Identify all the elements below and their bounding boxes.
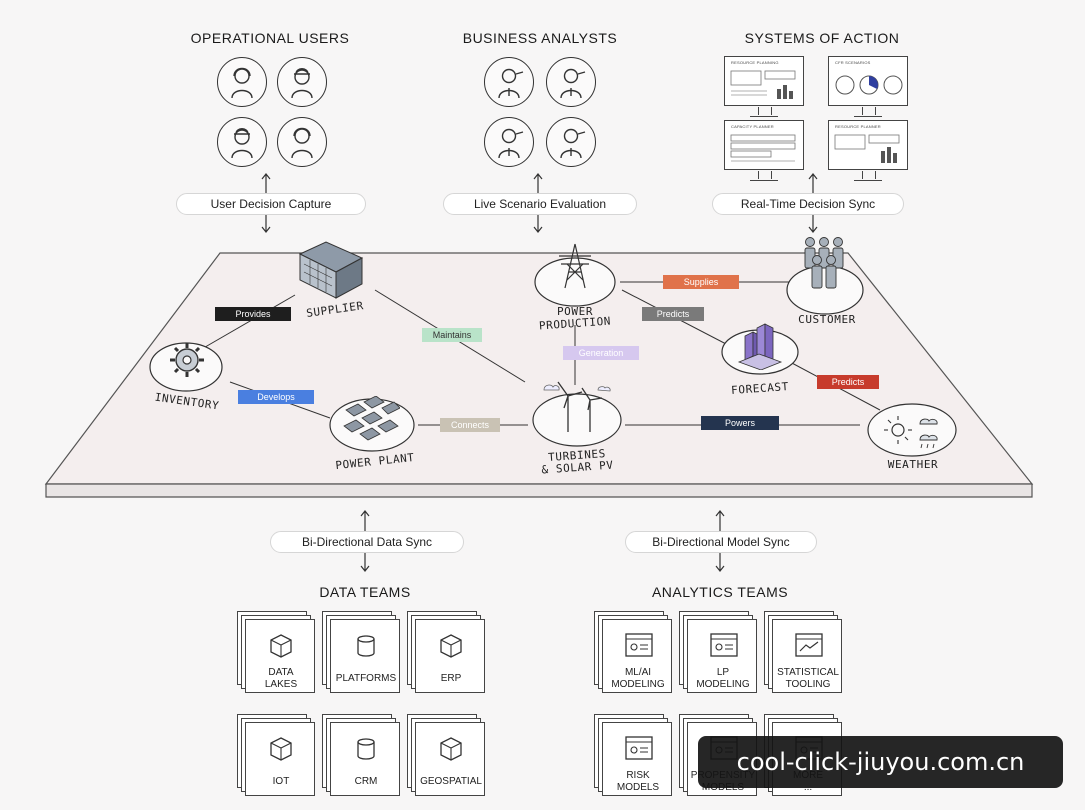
edge-label-supplies: Supplies: [663, 275, 739, 289]
operational-user-avatar: [217, 57, 267, 107]
operational-user-avatar: [277, 117, 327, 167]
card-layer: [415, 722, 485, 796]
edge-label-powers: Powers: [701, 416, 779, 430]
business-analyst-avatar: [484, 117, 534, 167]
monitor-title: CAPACITY PLANNER: [731, 124, 774, 129]
edge-label-predicts-red: Predicts: [817, 375, 879, 389]
systems-of-action-title: SYSTEMS OF ACTION: [744, 30, 900, 46]
hardhat-user-icon: [291, 68, 313, 99]
cube-icon: [438, 736, 464, 767]
monitor-title: CFR SCENARIOS: [835, 60, 871, 65]
card-label-line1: ML/AI: [624, 667, 652, 678]
card-layer: [245, 619, 315, 693]
hexagon-icon: [268, 736, 294, 767]
hardhat-user-icon: [231, 128, 253, 159]
monitor-title: RESOURCE PLANNING: [731, 60, 779, 65]
analytics-teams-title: ANALYTICS TEAMS: [651, 584, 789, 600]
card-label-line2: MODELS: [616, 782, 660, 793]
card-label-line1: GEOSPATIAL: [420, 776, 482, 787]
weather-label: WEATHER: [887, 458, 939, 471]
forecast-bars-icon: [737, 323, 783, 370]
cylinder-icon: [353, 633, 379, 664]
power-production-label-1: POWER: [556, 305, 594, 318]
operational-users-title: OPERATIONAL USERS: [190, 30, 350, 46]
edge-label-develops: Develops: [238, 390, 314, 404]
cylinder-icon: [353, 736, 379, 767]
dashboard-icon: [834, 134, 900, 163]
systems-of-action-monitor: RESOURCE PLANNER: [828, 120, 908, 181]
edge-label-generation: Generation: [563, 346, 639, 360]
live-scenario-evaluation-pill: Live Scenario Evaluation: [443, 193, 637, 215]
tool-card: IOT: [237, 714, 317, 798]
data-teams-title: DATA TEAMS: [319, 584, 411, 600]
pie-dashboard-icon: [835, 75, 903, 95]
customer-label: CUSTOMER: [798, 313, 856, 326]
edge-label-connects: Connects: [440, 418, 500, 432]
card-label-line2: LAKES: [264, 679, 298, 690]
watermark: cool-click-jiuyou.com.cn: [698, 736, 1063, 788]
analyst-user-icon: [560, 128, 586, 159]
card-label-line2: TOOLING: [785, 679, 831, 690]
customer-group-icon: [804, 237, 844, 289]
wind-turbine-icon: [543, 381, 611, 432]
dashboard-icon: [730, 70, 796, 99]
business-analyst-avatar: [484, 57, 534, 107]
headset-user-icon: [231, 67, 253, 99]
tool-card: CRM: [322, 714, 402, 798]
card-layer: [602, 722, 672, 796]
edge-label-provides: Provides: [215, 307, 291, 321]
bi-directional-data-sync-pill: Bi-Directional Data Sync: [270, 531, 464, 553]
card-label-line2: MODELING: [696, 679, 750, 690]
cube-icon: [438, 633, 464, 664]
systems-of-action-monitor: CFR SCENARIOS: [828, 56, 908, 117]
card-label-line1: CRM: [354, 776, 378, 787]
operational-user-avatar: [277, 57, 327, 107]
analyst-user-icon: [498, 68, 524, 99]
systems-of-action-monitor: CAPACITY PLANNER: [724, 120, 804, 181]
card-label-line1: DATA: [268, 667, 294, 678]
tool-card: GEOSPATIAL: [407, 714, 487, 798]
solar-panels-icon: [343, 396, 400, 441]
supplier-building-icon: [298, 241, 364, 299]
edge-label-maintains: Maintains: [422, 328, 482, 342]
table-dashboard-icon: [730, 134, 796, 162]
analyst-user-icon: [560, 68, 586, 99]
power-tower-icon: [559, 243, 591, 289]
card-label-line1: RISK: [626, 770, 650, 781]
user-decision-capture-pill: User Decision Capture: [176, 193, 366, 215]
gear-icon: [170, 343, 204, 377]
window-icon: [625, 736, 653, 765]
bi-directional-model-sync-pill: Bi-Directional Model Sync: [625, 531, 817, 553]
analyst-user-icon: [498, 128, 524, 159]
weather-icon: [884, 416, 938, 449]
real-time-decision-sync-pill: Real-Time Decision Sync: [712, 193, 904, 215]
card-label-line1: ERP: [440, 673, 462, 684]
edge-label-predicts-gray: Predicts: [642, 307, 704, 321]
operational-user-avatar: [217, 117, 267, 167]
card-layer: [245, 722, 315, 796]
hexagon-icon: [268, 633, 294, 664]
business-analyst-avatar: [546, 117, 596, 167]
monitor-title: RESOURCE PLANNER: [835, 124, 881, 129]
card-label-line1: IOT: [272, 776, 290, 787]
systems-of-action-monitor: RESOURCE PLANNING: [724, 56, 804, 117]
card-label-line1: STATISTICAL: [777, 667, 839, 678]
window-icon: [710, 633, 738, 662]
window-icon: [625, 633, 653, 662]
card-label-line1: LP: [716, 667, 730, 678]
business-analyst-avatar: [546, 57, 596, 107]
card-label-line2: MODELING: [611, 679, 665, 690]
card-label-line1: PLATFORMS: [335, 673, 397, 684]
tool-card: ERP: [407, 611, 487, 695]
business-analysts-title: BUSINESS ANALYSTS: [462, 30, 618, 46]
chart-window-icon: [795, 633, 823, 662]
headset-user-icon: [291, 127, 313, 159]
tool-card: PLATFORMS: [322, 611, 402, 695]
